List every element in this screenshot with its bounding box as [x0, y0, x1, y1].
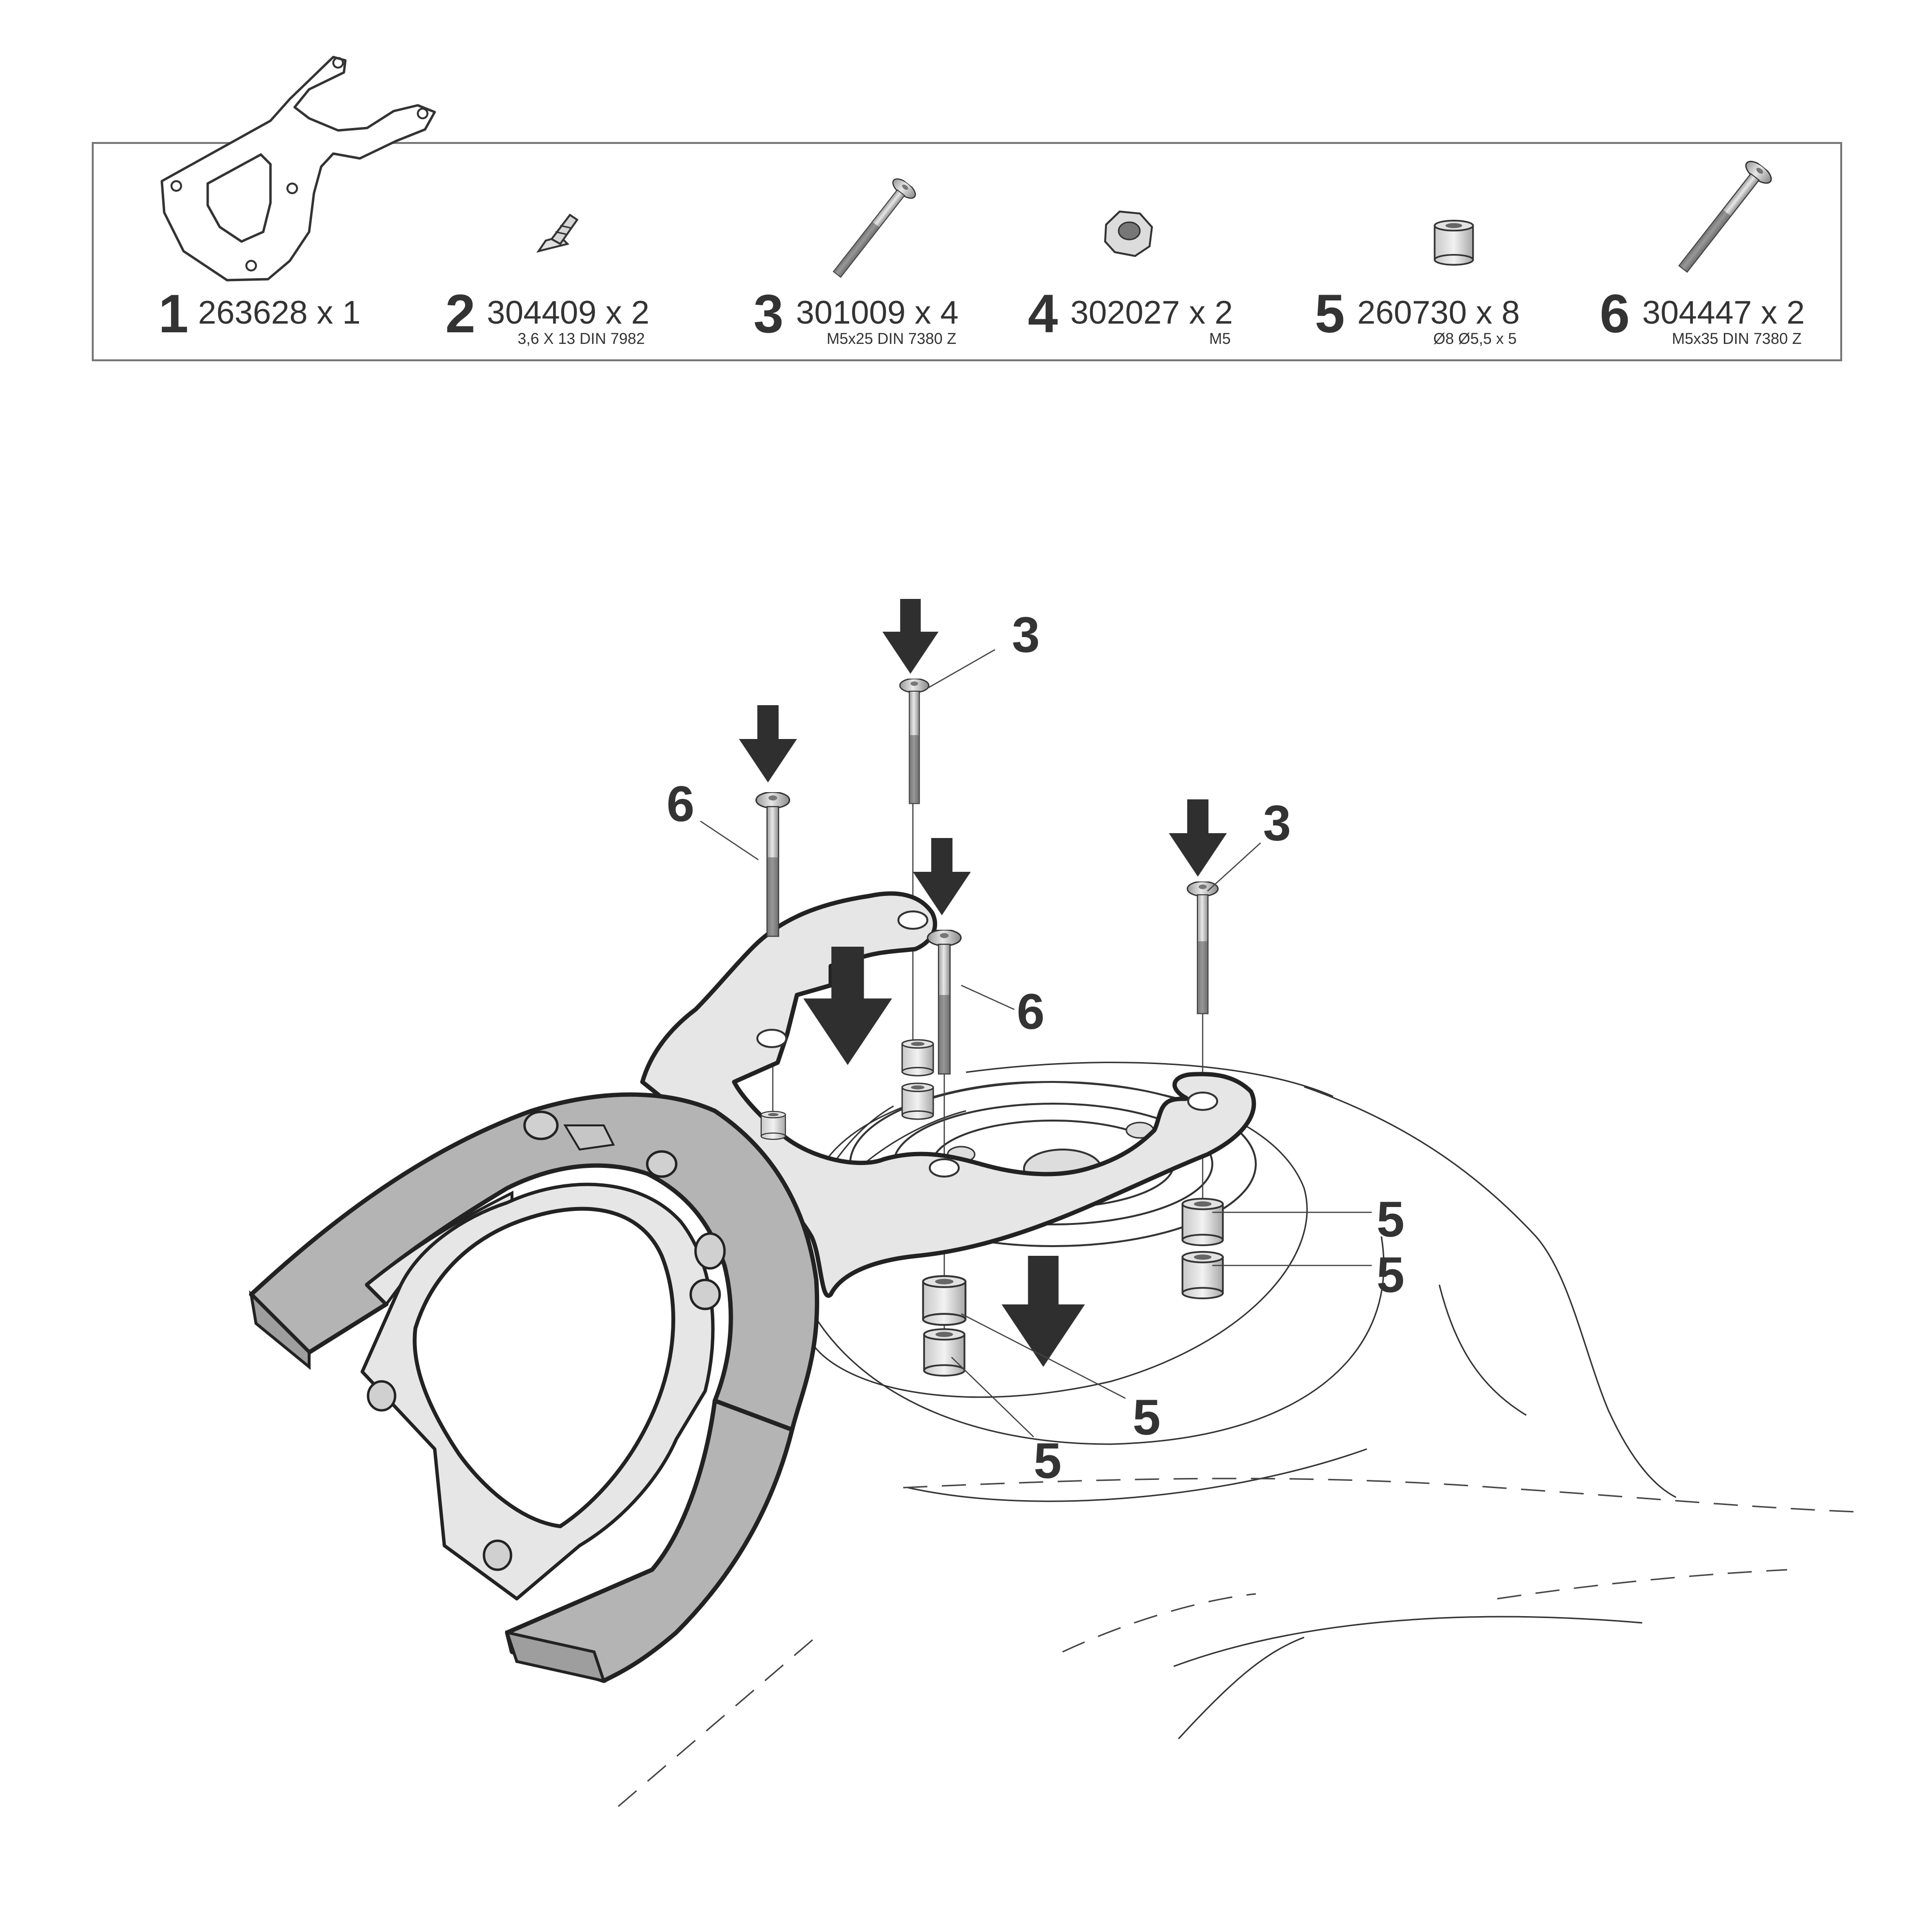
- part-index: 5: [1315, 284, 1345, 344]
- part-code: 263628 x 1: [198, 294, 361, 331]
- part-entry-1: 1 263628 x 1: [158, 284, 361, 344]
- part-code: 302027 x 2: [1070, 294, 1233, 331]
- tank-lock-ring: [249, 1092, 820, 1683]
- callout-5: 5: [1034, 1433, 1062, 1489]
- fuel-tank-outline: [618, 1062, 1855, 1807]
- arrow-bolt-3-right: [1169, 799, 1227, 877]
- spacer-front-2: [923, 1328, 966, 1377]
- part-entry-4: 4 302027 x 2M5: [1028, 284, 1233, 347]
- callout-6: 6: [1017, 984, 1045, 1040]
- spacer-top-1: [901, 1039, 934, 1077]
- part-code: 301009 x 4: [796, 294, 959, 331]
- part-spec: 3,6 X 13 DIN 7982: [518, 330, 645, 347]
- parts-list-frame: [92, 142, 1842, 361]
- spacer-top-2: [901, 1082, 934, 1120]
- bolt-6-left: [756, 792, 790, 937]
- part-code: 304447 x 2: [1642, 294, 1805, 331]
- spacer-right-2: [1181, 1251, 1224, 1299]
- arrow-ring-down: [1001, 1256, 1085, 1367]
- parts-list-panel: 1 263628 x 1 2 304409 x 23,6 X 13 DIN 7982 3…: [92, 56, 1842, 361]
- callout-5: 5: [1377, 1247, 1405, 1303]
- part-index: 3: [753, 284, 783, 344]
- part-5-spacer-icon: [1434, 220, 1474, 266]
- arrow-bolt-3-left: [882, 599, 939, 674]
- callout-3: 3: [1263, 796, 1291, 852]
- mounting-plate: [640, 891, 1256, 1298]
- part-code: 260730 x 8: [1357, 294, 1520, 331]
- part-code: 304409 x 2: [487, 294, 650, 331]
- part-index: 2: [445, 284, 475, 344]
- part-entry-2: 2 304409 x 23,6 X 13 DIN 7982: [445, 284, 650, 347]
- part-spec: M5x35 DIN 7380 Z: [1672, 330, 1802, 347]
- spacer-left: [760, 1111, 786, 1140]
- part-spec: M5x25 DIN 7380 Z: [826, 330, 956, 347]
- part-1-plate-icon: [160, 56, 436, 282]
- part-spec: M5: [1209, 330, 1231, 347]
- part-entry-5: 5 260730 x 8Ø8 Ø5,5 x 5: [1315, 284, 1520, 347]
- callout-5: 5: [1133, 1390, 1161, 1446]
- spacer-right-1: [1181, 1198, 1224, 1246]
- part-index: 4: [1028, 284, 1058, 344]
- callout-5: 5: [1377, 1192, 1405, 1248]
- part-index: 6: [1600, 284, 1630, 344]
- part-index: 1: [158, 284, 188, 344]
- part-4-nut-icon: [1104, 210, 1153, 257]
- spacer-front-1: [922, 1275, 966, 1326]
- part-spec: Ø8 Ø5,5 x 5: [1433, 330, 1517, 347]
- bolt-3-right: [1187, 881, 1218, 1014]
- leader-lines: [700, 649, 1372, 1437]
- callout-3: 3: [1012, 607, 1040, 663]
- callout-6: 6: [667, 776, 695, 832]
- bolt-3-left: [900, 679, 929, 804]
- arrow-bolt-6-left: [739, 705, 797, 782]
- part-2-screw-icon: [536, 213, 579, 253]
